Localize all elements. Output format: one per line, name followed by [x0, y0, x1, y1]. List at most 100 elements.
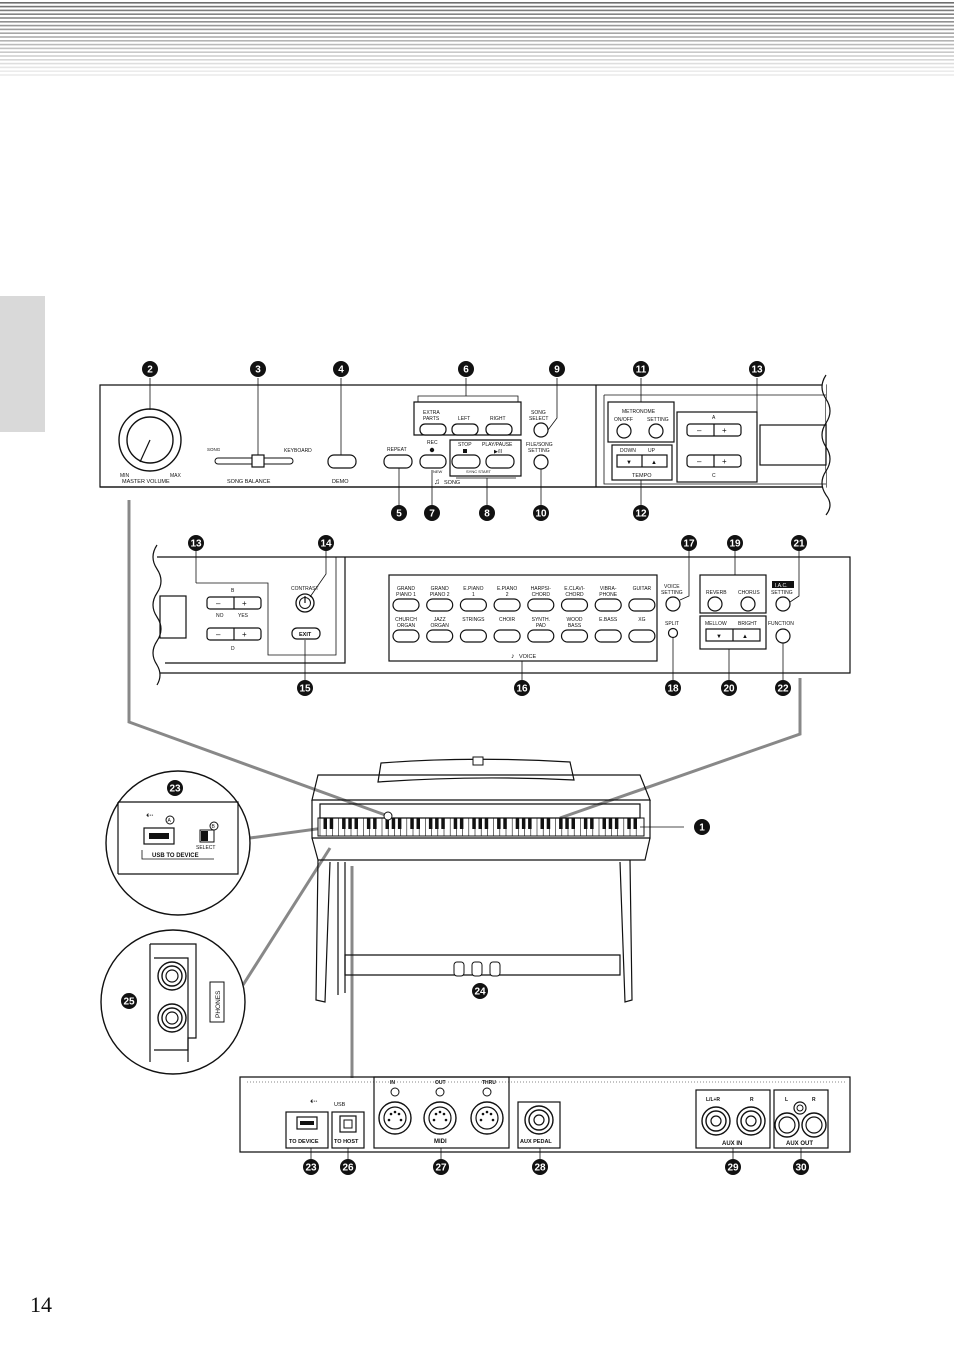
contrast-knob[interactable] — [295, 593, 315, 613]
master-volume-knob[interactable] — [118, 408, 182, 472]
encoder-a-plus-icon: + — [722, 426, 727, 435]
piano-black-key-46 — [608, 818, 613, 829]
stop-button[interactable] — [451, 454, 481, 469]
midi-in-port[interactable] — [378, 1101, 412, 1135]
voices_top-button-3[interactable] — [493, 598, 521, 612]
chorus-button[interactable] — [740, 596, 756, 612]
voices_top-button-2[interactable] — [459, 598, 487, 612]
phones-jack-1[interactable] — [157, 961, 187, 991]
piano-black-key-36 — [546, 818, 551, 829]
aux-out-r-jack[interactable] — [801, 1112, 827, 1138]
voices_bottom-button-4[interactable] — [527, 629, 555, 643]
piano-black-key-10 — [385, 818, 389, 829]
voices_top-button-0[interactable] — [392, 598, 420, 612]
piano-black-key-33 — [528, 818, 532, 829]
callout-14: 14 — [318, 535, 334, 551]
metronome-on-off-button[interactable] — [616, 423, 632, 439]
svg-text:16: 16 — [516, 684, 528, 695]
aux-pedal-jack[interactable] — [524, 1105, 554, 1135]
midi-thru-label: THRU — [482, 1080, 496, 1086]
voices_bottom-label-7-0: XG — [638, 617, 645, 623]
piano-black-key-17 — [428, 818, 433, 829]
midi-out-port[interactable] — [423, 1101, 457, 1135]
svg-text:23: 23 — [305, 1163, 317, 1174]
svg-text:14: 14 — [320, 539, 332, 550]
voices_top-label-3-0: E.PIANO — [497, 586, 517, 592]
voices_top-button-4[interactable] — [527, 598, 555, 612]
aux-out-l-jack[interactable] — [774, 1112, 800, 1138]
repeat-button[interactable] — [383, 454, 413, 469]
balance-keyboard-label: KEYBOARD — [284, 448, 312, 454]
callout-5: 5 — [391, 505, 407, 521]
sync-start-label: SYNC START — [466, 469, 492, 474]
function-button[interactable] — [775, 628, 791, 644]
connector-right — [559, 678, 802, 820]
top-panel: MIN MAX MASTER VOLUME SONG KEYBOARD SONG… — [99, 374, 831, 516]
aux-in-r-jack[interactable] — [736, 1106, 766, 1136]
voices_top-label-6-1: PHONE — [599, 592, 617, 598]
callout-27: 27 — [433, 1159, 449, 1175]
exit-label: EXIT — [299, 632, 312, 638]
iac-setting-label: SETTING — [771, 590, 793, 596]
voice-setting-button[interactable] — [665, 596, 681, 612]
callout-23: 23 — [167, 780, 183, 796]
midi-label: MIDI — [434, 1139, 447, 1145]
volume-min-label: MIN — [120, 473, 130, 479]
tempo-label: TEMPO — [632, 473, 652, 479]
reverb-button[interactable] — [707, 596, 723, 612]
callout-2: 2 — [142, 361, 158, 377]
file-song-setting-button[interactable] — [533, 454, 549, 470]
callout-22: 22 — [775, 680, 791, 696]
extra-parts-label-1: EXTRA — [423, 410, 440, 416]
midi-in-label: IN — [390, 1080, 395, 1086]
extra-parts-button[interactable] — [419, 423, 447, 436]
song-balance-slider[interactable] — [214, 454, 294, 468]
encoder-b-minus-icon: – — [216, 599, 221, 608]
split-button[interactable] — [667, 627, 679, 639]
page-number: 14 — [30, 1292, 52, 1317]
rear-panel: ⇠ USB TO DEVICE TO HOST IN OUT THRU MIDI… — [239, 1076, 851, 1160]
midi-thru-port[interactable] — [470, 1101, 504, 1135]
voices_top-button-1[interactable] — [426, 598, 454, 612]
demo-button[interactable] — [327, 454, 357, 469]
aux-in-label: AUX IN — [722, 1141, 742, 1147]
voices_bottom-button-1[interactable] — [426, 629, 454, 643]
voices_bottom-button-3[interactable] — [493, 629, 521, 643]
play-pause-button[interactable] — [485, 454, 515, 469]
voices_bottom-button-0[interactable] — [392, 629, 420, 643]
stop-label: STOP — [458, 442, 472, 448]
tempo-up-icon: ▲ — [651, 460, 657, 466]
piano-black-key-15 — [416, 818, 420, 829]
midi-in-led — [390, 1087, 400, 1097]
callout-1: 1 — [694, 819, 710, 835]
exit-button[interactable] — [291, 627, 321, 640]
metronome-on-off-label: ON/OFF — [614, 417, 633, 423]
callout-19: 19 — [727, 535, 743, 551]
svg-text:19: 19 — [729, 539, 741, 550]
left-button[interactable] — [451, 423, 479, 436]
voices_bottom-button-7[interactable] — [628, 629, 656, 643]
metronome-setting-button[interactable] — [648, 423, 664, 439]
svg-text:25: 25 — [123, 997, 135, 1008]
callout-26: 26 — [340, 1159, 356, 1175]
yes-label: YES — [238, 613, 249, 619]
encoder-b-plus-icon: + — [242, 599, 247, 608]
song-select-button[interactable] — [533, 422, 549, 438]
svg-text:3: 3 — [255, 365, 261, 376]
voices_top-button-6[interactable] — [594, 598, 622, 612]
voices_top-button-7[interactable] — [628, 598, 656, 612]
piano-black-key-50 — [633, 818, 637, 829]
voices_bottom-button-5[interactable] — [560, 629, 589, 643]
voices_top-button-5[interactable] — [560, 598, 589, 612]
iac-setting-button[interactable] — [775, 596, 791, 612]
voices_bottom-button-2[interactable] — [459, 629, 487, 643]
rec-button[interactable] — [419, 454, 447, 469]
voices_bottom-button-6[interactable] — [594, 629, 622, 643]
callout-24: 24 — [472, 983, 488, 999]
svg-text:23: 23 — [169, 784, 181, 795]
phones-jack-2[interactable] — [157, 1003, 187, 1033]
aux-in-l-jack[interactable] — [701, 1106, 731, 1136]
right-button[interactable] — [485, 423, 513, 436]
svg-text:13: 13 — [751, 365, 763, 376]
voices_bottom-label-1-1: ORGAN — [431, 623, 450, 629]
